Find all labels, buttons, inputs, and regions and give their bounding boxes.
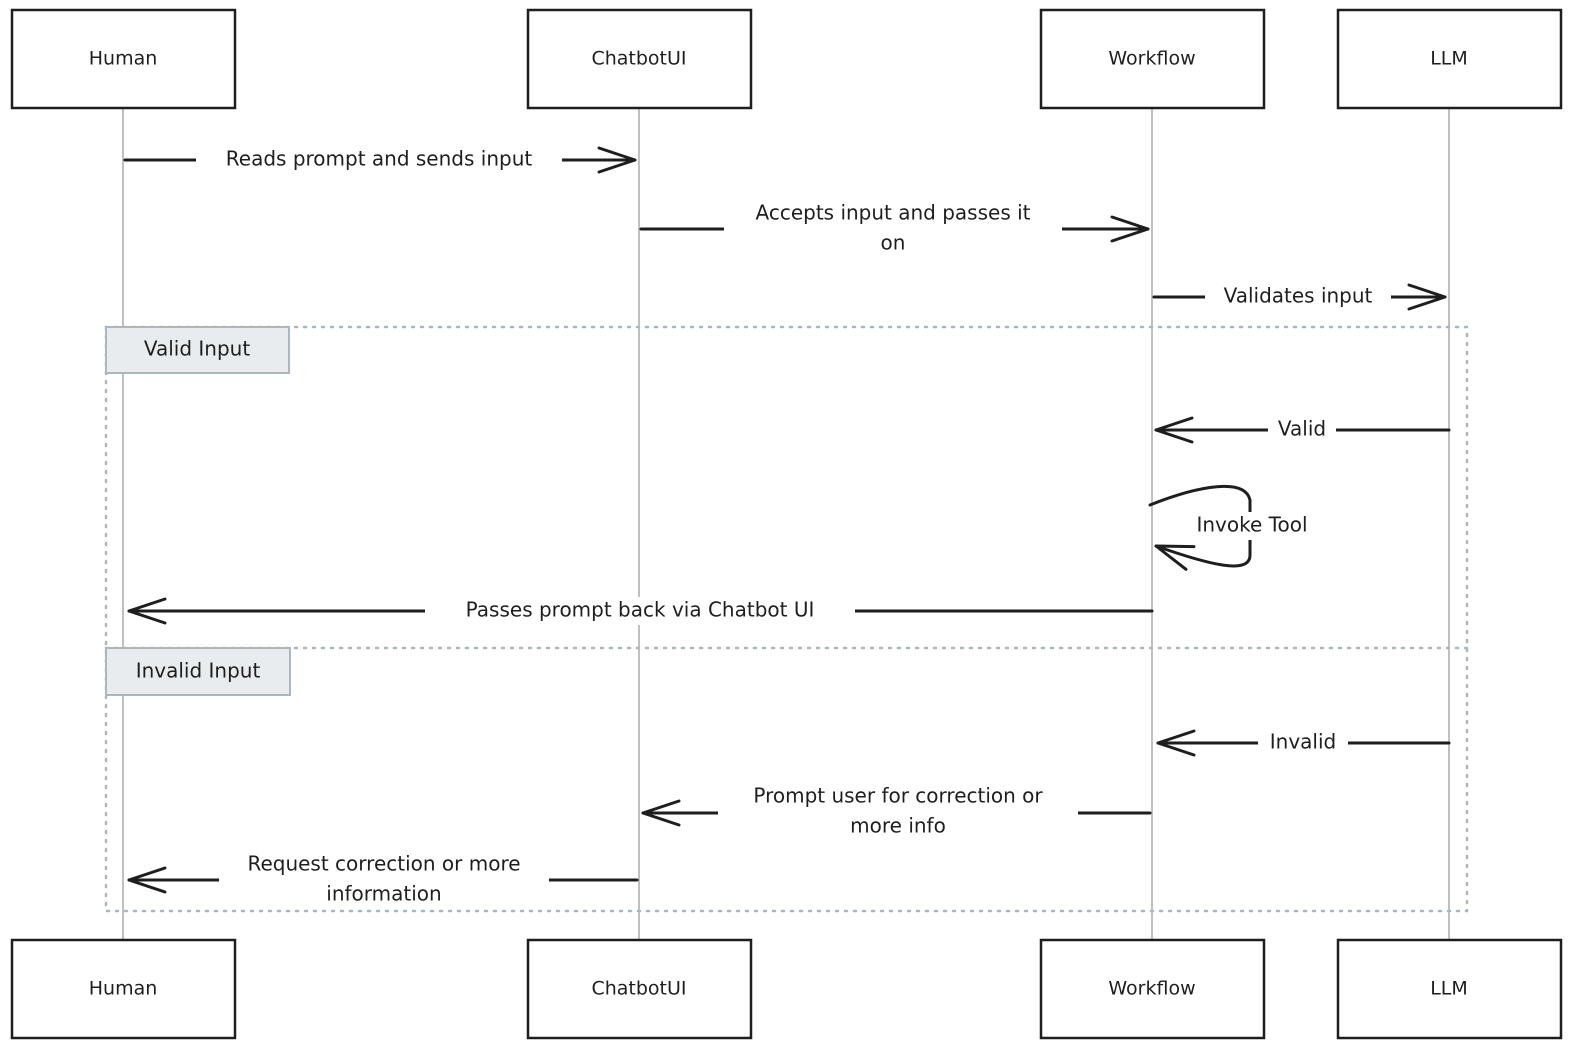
- participant-label: ChatbotUI: [591, 48, 686, 70]
- alt-label-valid-input-text: Valid Input: [144, 337, 250, 361]
- participant-human-bottom: Human: [10, 938, 237, 1040]
- participant-label: LLM: [1430, 48, 1468, 70]
- participant-label: ChatbotUI: [591, 978, 686, 1000]
- alt-label-invalid-input-text: Invalid Input: [136, 659, 261, 683]
- participant-chatbotui-top: ChatbotUI: [526, 8, 753, 110]
- alt-label-valid-input: [105, 326, 290, 374]
- message-accepts-input: Accepts input and passes it on: [639, 200, 1150, 258]
- message-request-correction: Request correction or more information: [127, 851, 639, 909]
- participant-label: Workflow: [1108, 978, 1195, 1000]
- participant-llm-bottom: LLM: [1336, 938, 1563, 1040]
- message-label: information: [326, 882, 441, 906]
- message-prompt-user: Prompt user for correction or more info: [641, 783, 1152, 841]
- participant-workflow-top: Workflow: [1039, 8, 1266, 110]
- participant-chatbotui-bottom: ChatbotUI: [526, 938, 753, 1040]
- participant-label: Workflow: [1108, 48, 1195, 70]
- message-reads-prompt: Reads prompt and sends input: [123, 146, 637, 174]
- message-invoke-tool-self: Invoke Tool: [1148, 484, 1326, 571]
- participant-llm-top: LLM: [1336, 8, 1563, 110]
- message-label: Reads prompt and sends input: [226, 147, 533, 171]
- message-label: Prompt user for correction or: [753, 784, 1043, 808]
- message-invalid: Invalid: [1156, 729, 1451, 757]
- message-label: Request correction or more: [247, 852, 520, 876]
- message-label: more info: [850, 814, 946, 838]
- message-label: on: [881, 231, 906, 255]
- message-passes-prompt-back: Passes prompt back via Chatbot UI: [127, 597, 1154, 625]
- participant-label: Human: [89, 978, 158, 1000]
- participant-label: Human: [89, 48, 158, 70]
- participant-label: LLM: [1430, 978, 1468, 1000]
- message-valid: Valid: [1154, 416, 1451, 444]
- participant-human-top: Human: [10, 8, 237, 110]
- message-label: Passes prompt back via Chatbot UI: [466, 598, 815, 622]
- message-label: Accepts input and passes it: [756, 201, 1031, 225]
- message-label: Validates input: [1224, 284, 1373, 308]
- participant-workflow-bottom: Workflow: [1039, 938, 1266, 1040]
- message-validates-input: Validates input: [1152, 283, 1447, 311]
- message-label: Invalid: [1270, 730, 1336, 754]
- message-label: Valid: [1278, 417, 1326, 441]
- alt-label-invalid-input: [105, 647, 291, 696]
- message-label: Invoke Tool: [1196, 513, 1307, 537]
